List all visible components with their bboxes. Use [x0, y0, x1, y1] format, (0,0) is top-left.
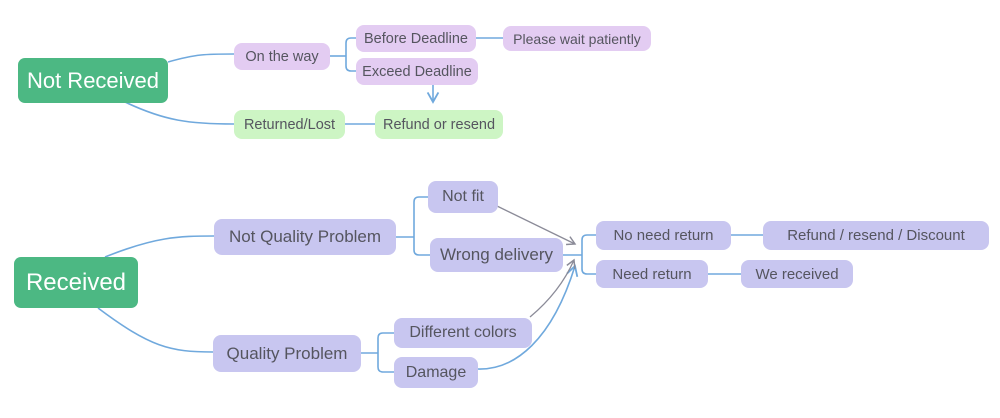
edge-quality-problem-bracket	[377, 332, 394, 373]
node-different-colors[interactable]: Different colors	[394, 318, 532, 348]
edge-not-received-to-returned-lost	[124, 101, 235, 125]
edge-junction-bracket	[581, 234, 596, 275]
node-refund-or-resend-label: Refund or resend	[382, 116, 496, 133]
node-not-quality-problem[interactable]: Not Quality Problem	[214, 219, 396, 255]
edge-received-to-not-quality-problem	[104, 235, 215, 258]
node-on-the-way[interactable]: On the way	[234, 43, 330, 70]
node-refund-resend-discount[interactable]: Refund / resend / Discount	[763, 221, 989, 250]
edge-different-colors-to-junction	[529, 258, 576, 318]
node-no-need-return-label: No need return	[613, 227, 714, 244]
node-not-fit[interactable]: Not fit	[428, 181, 498, 213]
node-wrong-delivery-label: Wrong delivery	[439, 245, 554, 264]
edge-not-quality-problem-bracket	[413, 196, 430, 256]
node-received[interactable]: Received	[14, 257, 138, 308]
node-on-the-way-label: On the way	[245, 48, 319, 65]
node-need-return-label: Need return	[612, 265, 692, 283]
edge-damage-to-junction	[477, 264, 579, 370]
node-quality-problem-label: Quality Problem	[226, 343, 348, 363]
node-please-wait-patiently-label: Please wait patiently	[513, 30, 641, 47]
node-different-colors-label: Different colors	[409, 324, 517, 341]
node-before-deadline[interactable]: Before Deadline	[356, 25, 476, 52]
node-damage[interactable]: Damage	[394, 357, 478, 388]
node-received-label: Received	[25, 268, 127, 296]
edge-not-received-to-on-the-way	[167, 53, 235, 63]
node-not-received[interactable]: Not Received	[18, 58, 168, 103]
node-refund-resend-discount-label: Refund / resend / Discount	[787, 227, 965, 244]
node-not-quality-problem-label: Not Quality Problem	[228, 227, 382, 246]
node-no-need-return[interactable]: No need return	[596, 221, 731, 250]
edge-not-fit-to-junction	[496, 205, 577, 246]
node-we-received-label: We received	[755, 265, 839, 283]
node-we-received[interactable]: We received	[741, 260, 853, 288]
node-not-received-label: Not Received	[26, 67, 160, 93]
node-please-wait-patiently[interactable]: Please wait patiently	[503, 26, 651, 51]
node-returned-lost-label: Returned/Lost	[243, 116, 336, 133]
node-refund-or-resend[interactable]: Refund or resend	[375, 110, 503, 139]
node-damage-label: Damage	[405, 363, 467, 381]
node-quality-problem[interactable]: Quality Problem	[213, 335, 361, 372]
node-before-deadline-label: Before Deadline	[364, 30, 468, 47]
node-exceed-deadline-label: Exceed Deadline	[362, 63, 472, 80]
node-wrong-delivery[interactable]: Wrong delivery	[430, 238, 563, 272]
node-returned-lost[interactable]: Returned/Lost	[234, 110, 345, 139]
edge-on-the-way-bracket	[345, 37, 356, 72]
node-not-fit-label: Not fit	[442, 188, 484, 205]
node-exceed-deadline[interactable]: Exceed Deadline	[356, 58, 478, 85]
edge-received-to-quality-problem	[97, 307, 214, 353]
node-need-return[interactable]: Need return	[596, 260, 708, 288]
